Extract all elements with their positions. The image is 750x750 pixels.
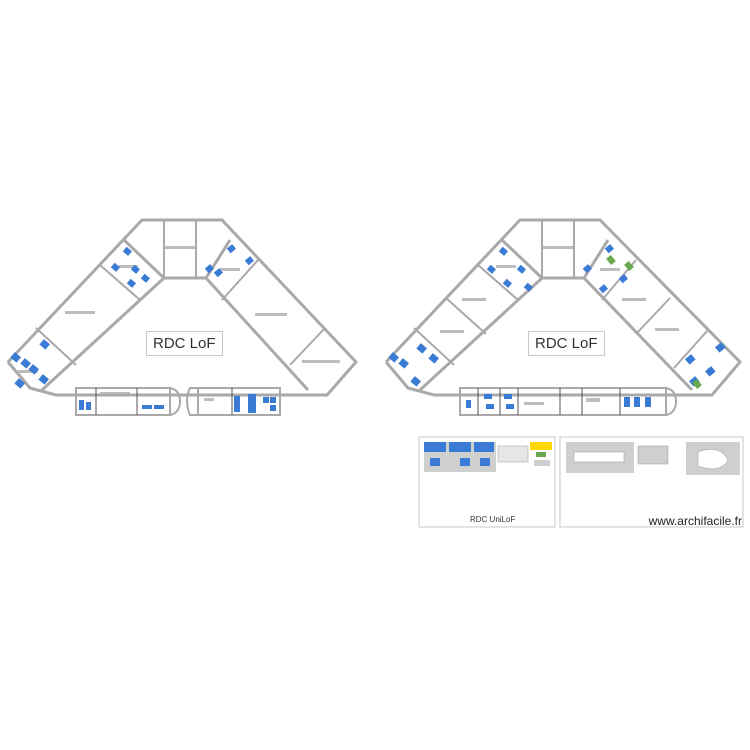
left-outer-wall [6, 218, 359, 397]
right-annex [459, 387, 678, 416]
left-inner-wall [40, 276, 310, 392]
plan-title-right: RDC LoF [528, 331, 605, 356]
unilof-panel [418, 436, 556, 528]
left-annex [75, 387, 281, 416]
left-building [6, 218, 359, 397]
right-inner-wall [418, 276, 694, 392]
right-outer-wall [384, 218, 743, 397]
second-panel [559, 436, 744, 528]
right-furniture [388, 244, 726, 387]
left-furniture [10, 244, 254, 389]
archifacile-watermark: www.archifacile.fr [648, 514, 742, 528]
right-room-labels [440, 246, 679, 333]
right-furniture-green [606, 255, 702, 389]
left-room-labels [18, 246, 340, 373]
plan-title-left: RDC LoF [146, 331, 223, 356]
right-building [384, 218, 743, 397]
plan-title-unilof: RDC UniLoF [470, 515, 516, 524]
